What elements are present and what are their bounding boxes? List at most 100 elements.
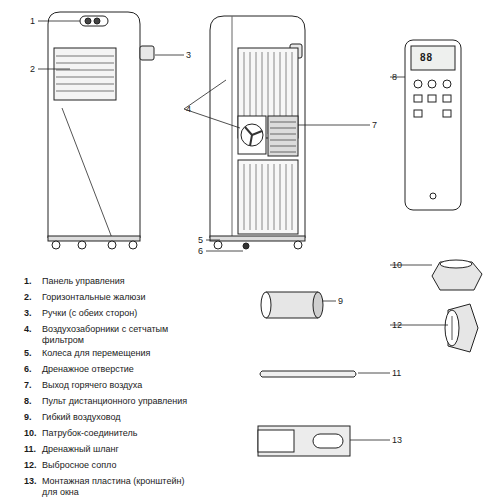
fan-blades [245, 127, 262, 146]
remote-button [414, 110, 422, 117]
list-number: 12. [24, 460, 37, 471]
louver-frame [54, 48, 116, 100]
callout-number: 1 [30, 16, 35, 27]
remote-button [443, 95, 451, 102]
remote-button [428, 80, 436, 88]
drain-hose [260, 371, 356, 377]
unit-base [210, 236, 305, 241]
list-number: 10. [24, 428, 37, 439]
part-name: Пульт дистанционного управления [42, 396, 262, 407]
unit-body [210, 16, 305, 238]
body-edge [232, 16, 233, 238]
part-name: Гибкий воздуховод [42, 412, 262, 423]
flexible-duct [266, 292, 318, 318]
remote-screen [411, 46, 455, 70]
leader-line [38, 69, 70, 70]
drain-hole [243, 243, 249, 249]
list-number: 9. [24, 412, 32, 423]
panel-button [85, 18, 91, 24]
display-digits: 88 [420, 52, 433, 63]
duct-end [261, 292, 271, 318]
accessories [258, 260, 482, 456]
wheel [294, 241, 302, 249]
list-number: 13. [24, 476, 37, 487]
outlet-grille [270, 122, 296, 152]
front-unit [48, 12, 154, 249]
callout-number: 4 [186, 104, 191, 115]
remote-button [443, 110, 451, 117]
panel-seam [62, 108, 112, 238]
callout-number: 3 [186, 50, 191, 61]
list-number: 7. [24, 380, 32, 391]
intake-slats [244, 164, 292, 230]
remote-button [428, 95, 436, 102]
part-name: Воздухозаборники с сетчатым фильтром [42, 324, 194, 346]
plate-insert [258, 430, 294, 452]
side-handle [140, 46, 154, 60]
part-name: Дренажный шланг [42, 444, 262, 455]
leader-line [322, 301, 336, 302]
callout-number: 9 [338, 296, 343, 307]
callout-number: 5 [198, 235, 203, 246]
part-name: Монтажная пластина (кронштейн) для окна [42, 476, 194, 498]
part-name: Выход горячего воздуха [42, 380, 262, 391]
part-name: Панель управления [42, 276, 262, 287]
plate-slot [313, 434, 343, 448]
list-number: 6. [24, 364, 32, 375]
nozzle-opening [445, 310, 459, 346]
callout-number: 7 [372, 120, 377, 131]
fan-symbol [241, 124, 263, 146]
remote-button [414, 80, 422, 88]
leader-line [298, 125, 370, 126]
wheel [78, 241, 86, 249]
list-number: 8. [24, 396, 32, 407]
leader-lines [38, 21, 448, 440]
part-name: Колеса для перемещения [42, 348, 262, 359]
part-name: Горизонтальные жалюзи [42, 292, 262, 303]
leader-line [155, 55, 184, 56]
callout-number: 13 [392, 435, 402, 446]
list-number: 11. [24, 444, 36, 455]
remote-button [443, 80, 451, 88]
remote-control [405, 40, 461, 210]
list-number: 3. [24, 308, 32, 319]
wheel [108, 241, 116, 249]
leader-line [206, 240, 220, 241]
list-number: 4. [24, 324, 32, 335]
part-name: Выбросное сопло [42, 460, 262, 471]
window-plate [258, 426, 350, 456]
leader-line [38, 21, 80, 22]
callout-number: 2 [30, 64, 35, 75]
callout-number: 11 [392, 368, 401, 379]
fan-panel [238, 116, 266, 154]
remote-body [405, 40, 461, 210]
leader-line [358, 373, 390, 374]
louver-slats [56, 56, 114, 91]
connector-rim [440, 260, 472, 268]
duct-end [313, 292, 323, 318]
unit-base [48, 236, 140, 241]
wheel [214, 241, 222, 249]
air-intake-lower [238, 160, 298, 234]
leader-line [184, 80, 240, 128]
panel-button [94, 18, 100, 24]
back-unit [210, 16, 305, 249]
control-panel [80, 16, 108, 26]
hot-air-outlet [268, 116, 298, 156]
remote-logo [430, 193, 436, 199]
part-name: Патрубок-соединитель [42, 428, 262, 439]
callout-number: 12 [392, 320, 402, 331]
callout-number: 10 [392, 260, 402, 271]
nozzle-vane [452, 316, 453, 340]
list-number: 2. [24, 292, 32, 303]
part-name: Ручки (с обеих сторон) [42, 308, 262, 319]
list-number: 1. [24, 276, 32, 287]
callout-number: 8 [392, 72, 397, 83]
wheel [129, 241, 137, 249]
leader-line [206, 251, 243, 252]
callout-number: 6 [198, 246, 203, 257]
wheel [52, 241, 60, 249]
leader-line [350, 440, 390, 441]
